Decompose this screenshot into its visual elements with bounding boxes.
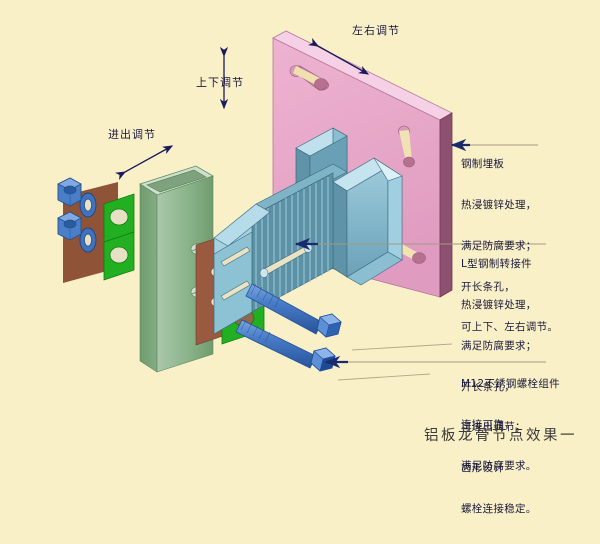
adjust-label-up-down: 上下调节	[196, 76, 244, 89]
annotation-bolt-assembly-line: 连接可靠，	[461, 418, 515, 431]
annotation-bolt-assembly-line: 满足防腐要求。	[461, 459, 537, 472]
flat-washer-left	[79, 192, 97, 253]
m12-bolt-upper	[245, 283, 342, 338]
annotation-l-bracket-line: 可进出调节；	[461, 421, 526, 434]
plate-slot-hole	[398, 125, 415, 168]
annotation-embedded-plate-title: 钢制埋板	[461, 158, 505, 171]
annotation-l-bracket-line: 开长条孔，	[461, 380, 515, 393]
assembly-illustration	[57, 30, 453, 373]
annotation-l-bracket-line: 螺栓连接稳定。	[461, 502, 537, 515]
annotation-l-bracket-line: 满足防腐要求；	[461, 339, 537, 352]
plate-slot-hole	[289, 65, 330, 91]
annotation-embedded-plate: 钢制埋板 热浸镀锌处理， 满足防腐要求； 开长条孔， 可上下、左右调节。	[461, 131, 558, 362]
serrated-bracket	[213, 163, 348, 335]
adjust-label-left-right: 左右调节	[352, 24, 400, 37]
annotation-embedded-plate-line: 满足防腐要求；	[461, 239, 537, 252]
arrow-in-out	[115, 145, 174, 181]
leader-line-bolt-assembly	[324, 343, 546, 381]
annotation-embedded-plate-line: 开长条孔，	[461, 280, 515, 293]
figure-caption: 铝板龙骨节点效果一	[424, 428, 577, 444]
arrow-left-right	[308, 37, 370, 75]
leader-lines-and-arrows	[115, 37, 546, 381]
l-transfer-bracket-front	[332, 157, 403, 286]
hex-nut-left	[57, 177, 82, 241]
annotation-l-bracket-title: L型钢制转接件	[461, 258, 532, 271]
annotation-embedded-plate-line: 可上下、左右调节。	[461, 321, 559, 334]
annotation-embedded-plate-line: 热浸镀锌处理，	[461, 198, 537, 211]
green-washer-plate-left	[103, 193, 135, 281]
annotation-bolt-assembly-title: M12不锈钢螺栓组件	[461, 378, 560, 391]
adjust-label-in-out: 进出调节	[108, 128, 156, 141]
annotation-l-bracket-line: 热浸镀锌处理，	[461, 298, 537, 311]
bracket-slot-hole	[220, 246, 251, 301]
diagram-canvas: 左右调节 上下调节 进出调节 钢制埋板 热浸镀锌处理， 满足防腐要求； 开长条孔…	[57, 24, 577, 515]
